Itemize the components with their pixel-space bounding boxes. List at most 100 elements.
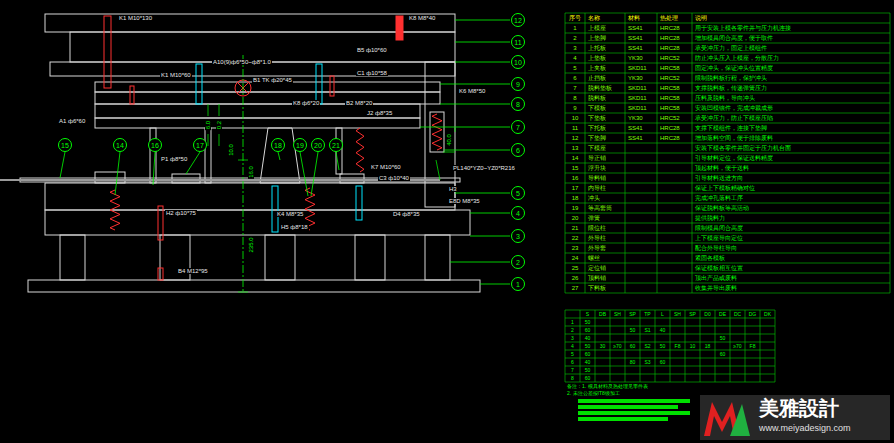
drawing-line [580, 310, 581, 382]
table-cell: 顶出产品或废料 [694, 275, 738, 281]
drawing-line [565, 293, 890, 294]
table-cell: SS41 [627, 45, 644, 51]
table-cell: HRC28 [659, 35, 681, 41]
part-label: K1 M10*60 [160, 72, 192, 78]
callout-number: 19 [296, 142, 304, 149]
table-cell: DE [718, 312, 727, 317]
table-cell: 3 [572, 45, 577, 51]
part-label: 0.2 [216, 120, 222, 130]
drawing-line [610, 310, 611, 382]
table-cell: S2 [643, 344, 651, 349]
drawing-line [565, 283, 890, 284]
drawing-rect [430, 112, 444, 152]
drawing-g [208, 104, 455, 292]
callout-circle: 9 [511, 77, 525, 91]
drawing-line [565, 163, 890, 164]
drawing-line [153, 152, 155, 185]
drawing-rect [578, 417, 668, 421]
table-cell: ≥70 [732, 344, 742, 349]
table-cell: 浮升块 [587, 165, 607, 171]
drawing-line [565, 83, 890, 84]
table-cell: 上托板 [587, 45, 607, 51]
callout-circle: 17 [193, 138, 207, 152]
table-cell: 4 [570, 344, 575, 349]
table-cell: HRC58 [659, 65, 681, 71]
table-cell: 冲头 [587, 195, 601, 201]
drawing-path [432, 114, 442, 150]
callout-circle: 21 [329, 138, 343, 152]
table-cell: 14 [571, 155, 580, 161]
table-cell: SS41 [627, 35, 644, 41]
table-cell: YK30 [627, 115, 644, 121]
table-cell: 24 [571, 255, 580, 261]
drawing-line [470, 213, 510, 214]
drawing-rect [272, 186, 278, 232]
table-cell: 增加落料空间，便于排除废料 [694, 135, 774, 141]
drawing-line [565, 153, 890, 154]
drawing-line [565, 33, 890, 34]
drawing-line [715, 310, 716, 382]
table-cell: 脱料垫板 [587, 85, 613, 91]
callout-number: 18 [274, 142, 282, 149]
table-cell: 6 [572, 75, 577, 81]
drawing-rect [316, 64, 322, 104]
table-cell: DC [733, 312, 742, 317]
table-cell: SKD11 [627, 85, 648, 91]
drawing-path [356, 128, 364, 172]
table-cell: 40 [584, 336, 592, 341]
table-cell: SKD11 [627, 65, 648, 71]
drawing-line [565, 113, 890, 114]
drawing-line [440, 104, 510, 105]
drawing-rect [95, 82, 440, 92]
drawing-line [480, 284, 510, 285]
drawing-line [565, 13, 566, 293]
callout-number: 2 [516, 259, 520, 266]
callout-circle: 8 [511, 97, 525, 111]
table-cell: 50 [584, 320, 592, 325]
table-cell: 提供脱料力 [694, 215, 726, 221]
drawing-line [565, 253, 890, 254]
table-cell: SS41 [627, 125, 644, 131]
callout-number: 1 [516, 281, 520, 288]
drawing-line [890, 13, 891, 293]
drawing-line [450, 262, 510, 263]
table-cell: 压料及脱料，导向冲头 [694, 95, 756, 101]
table-cell: SS41 [627, 25, 644, 31]
table-cell: 导正销 [587, 155, 607, 161]
callout-circle: 10 [511, 55, 525, 69]
callout-circle: 6 [511, 143, 525, 157]
table-cell: 引导材料送进方向 [694, 175, 744, 181]
drawing-line [745, 310, 746, 382]
table-cell: HRC58 [659, 95, 681, 101]
table-cell: F8 [674, 344, 682, 349]
part-label: 235.0 [248, 236, 254, 253]
part-label: P1 ф8*50 [160, 156, 188, 162]
table-cell: 1 [570, 320, 575, 325]
table-cell: ≥70 [612, 344, 622, 349]
table-cell: 保证模板相互位置 [694, 265, 744, 271]
drawing-line [565, 310, 566, 382]
table-cell: 上垫板 [587, 55, 607, 61]
part-label: A1 ф6*60 [58, 118, 86, 124]
table-cell: 外导柱 [587, 235, 607, 241]
drawing-line [238, 292, 248, 293]
drawing-line [208, 134, 209, 146]
table-cell: 定位销 [587, 265, 607, 271]
table-cell: 60 [584, 352, 592, 357]
table-cell: 下模板 [587, 105, 607, 111]
drawing-line [565, 233, 890, 234]
table-cell: SH [613, 312, 622, 317]
drawing-rect [205, 128, 211, 183]
drawing-line [685, 310, 686, 382]
drawing-line [565, 263, 890, 264]
callout-circle: 12 [511, 13, 525, 27]
drawing-line [565, 123, 890, 124]
callout-number: 3 [516, 233, 520, 240]
callout-circle: 5 [511, 186, 525, 200]
table-cell: 60 [584, 328, 592, 333]
table-cell: 4 [572, 55, 577, 61]
table-cell: HRC28 [659, 45, 681, 51]
callout-number: 14 [116, 142, 124, 149]
drawing-line [455, 193, 510, 194]
